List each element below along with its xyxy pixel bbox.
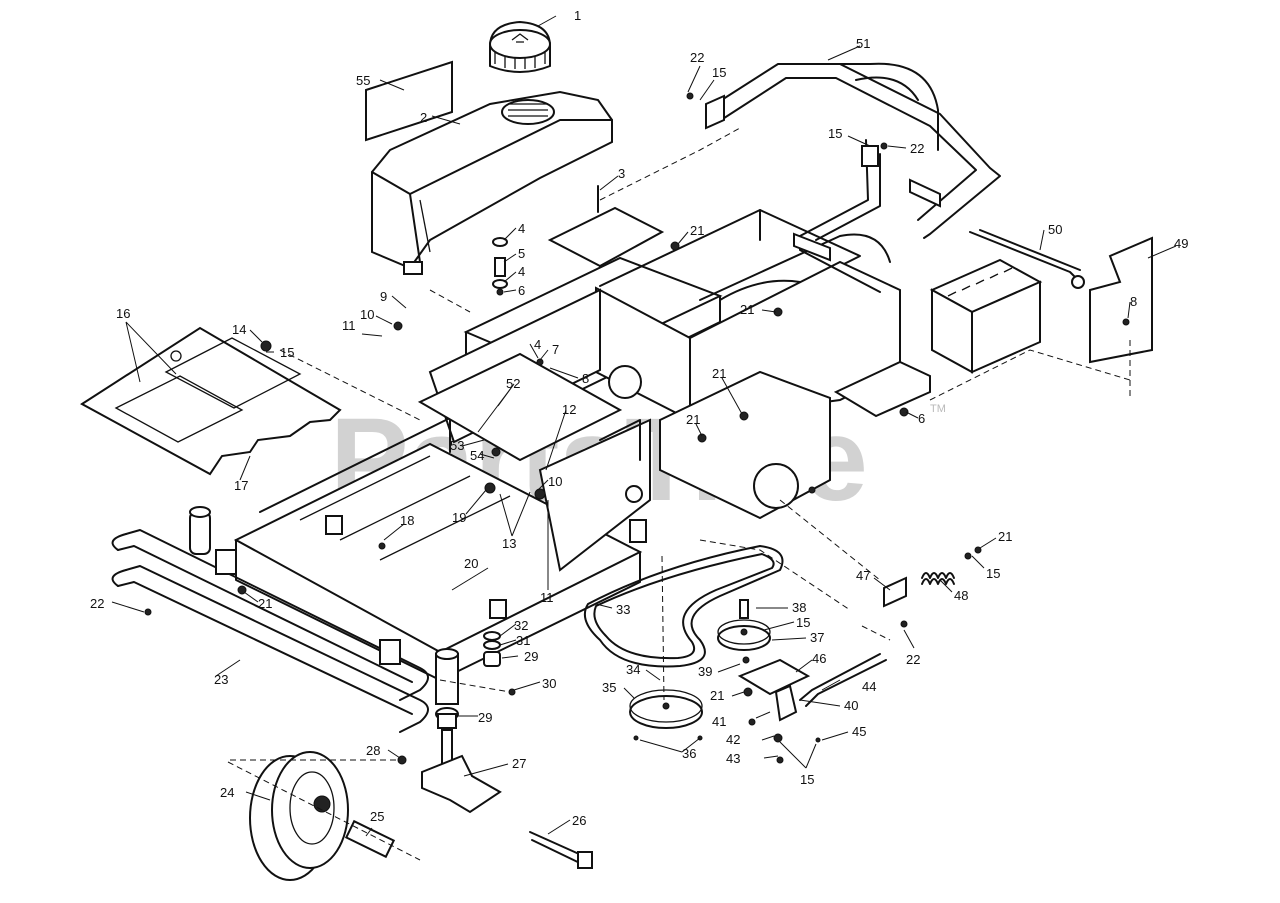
callout-29a: 29: [524, 649, 538, 664]
callout-19: 19: [452, 510, 466, 525]
front-bumper: [111, 506, 429, 733]
callout-22d: 22: [906, 652, 920, 667]
callout-29b: 29: [478, 710, 492, 725]
callout-32: 32: [514, 618, 528, 633]
callout-39: 39: [698, 664, 712, 679]
callout-55: 55: [356, 73, 370, 88]
main-frame: [233, 209, 931, 681]
caster-wheel: [249, 751, 349, 881]
callout-2: 2: [420, 110, 427, 125]
callout-49: 49: [1174, 236, 1188, 251]
callout-17: 17: [234, 478, 248, 493]
callout-44: 44: [862, 679, 876, 694]
wheel-axle: [344, 819, 593, 869]
callout-50: 50: [1048, 222, 1062, 237]
callout-21g: 21: [998, 529, 1012, 544]
callout-20: 20: [464, 556, 478, 571]
tank-mount-hardware: [492, 237, 508, 296]
assembly-lines: [227, 127, 1131, 861]
callout-21b: 21: [740, 302, 754, 317]
callout-52: 52: [506, 376, 520, 391]
callout-43: 43: [726, 751, 740, 766]
callout-16: 16: [116, 306, 130, 321]
callout-41: 41: [712, 714, 726, 729]
callout-11b: 11: [540, 590, 554, 605]
callout-15a: 15: [280, 345, 294, 360]
callout-18: 18: [400, 513, 414, 528]
callout-45: 45: [852, 724, 866, 739]
callout-23: 23: [214, 672, 228, 687]
callout-4c: 4: [534, 337, 541, 352]
callout-15d: 15: [796, 615, 810, 630]
caster-assembly: [421, 631, 502, 814]
callout-14: 14: [232, 322, 246, 337]
callout-34: 34: [626, 662, 640, 677]
callout-35: 35: [602, 680, 616, 695]
callout-33: 33: [616, 602, 630, 617]
callout-38: 38: [792, 600, 806, 615]
battery: [929, 258, 1043, 374]
callout-25: 25: [370, 809, 384, 824]
callout-21d: 21: [686, 412, 700, 427]
pulleys: [629, 599, 771, 729]
roll-bar: [705, 62, 1001, 293]
callout-10b: 10: [548, 474, 562, 489]
callout-labels: 1 2 3 4 5 4 6 9 10 11 14 15 16 17 55 22 …: [90, 8, 1188, 828]
callout-8a: 8: [1130, 294, 1137, 309]
watermark-trademark: TM: [930, 403, 946, 415]
battery-cover: [1089, 236, 1153, 364]
callout-27: 27: [512, 756, 526, 771]
callout-54: 54: [470, 448, 484, 463]
callout-10a: 10: [360, 307, 374, 322]
callout-13: 13: [502, 536, 516, 551]
callout-15b: 15: [712, 65, 726, 80]
callout-1: 1: [574, 8, 581, 23]
callout-11a: 11: [342, 318, 356, 333]
callout-26: 26: [572, 813, 586, 828]
callout-21a: 21: [690, 223, 704, 238]
callout-30: 30: [542, 676, 556, 691]
callout-21c: 21: [712, 366, 726, 381]
callout-4b: 4: [518, 264, 525, 279]
fuel-tank: [371, 90, 613, 275]
callout-31: 31: [516, 633, 530, 648]
callout-15f: 15: [986, 566, 1000, 581]
callout-28: 28: [366, 743, 380, 758]
tension-assembly: [799, 546, 982, 707]
fuel-cap: [489, 20, 551, 73]
callout-6a: 6: [518, 283, 525, 298]
callout-7: 7: [552, 342, 559, 357]
callout-5: 5: [518, 246, 525, 261]
callout-3: 3: [618, 166, 625, 181]
callout-47: 47: [856, 568, 870, 583]
callout-9: 9: [380, 289, 387, 304]
callout-4a: 4: [518, 221, 525, 236]
leader-lines: [111, 15, 1177, 837]
callout-22b: 22: [910, 141, 924, 156]
callout-15c: 15: [828, 126, 842, 141]
callout-22a: 22: [690, 50, 704, 65]
decal: [365, 60, 453, 142]
callout-36: 36: [682, 746, 696, 761]
callout-51: 51: [856, 36, 870, 51]
callout-15e: 15: [800, 772, 814, 787]
callout-40: 40: [844, 698, 858, 713]
idler-bracket: [737, 658, 811, 743]
callout-8b: 8: [582, 371, 589, 386]
drive-belt: [584, 545, 784, 668]
callout-22c: 22: [90, 596, 104, 611]
callout-21e: 21: [258, 596, 272, 611]
callout-37: 37: [810, 630, 824, 645]
callout-48: 48: [954, 588, 968, 603]
callout-42: 42: [726, 732, 740, 747]
callout-21f: 21: [710, 688, 724, 703]
callout-24: 24: [220, 785, 234, 800]
floor-plate: [80, 326, 342, 476]
callout-53: 53: [450, 438, 464, 453]
callout-12: 12: [562, 402, 576, 417]
callout-46: 46: [812, 651, 826, 666]
callout-6b: 6: [918, 411, 925, 426]
battery-strap: [969, 229, 1085, 289]
